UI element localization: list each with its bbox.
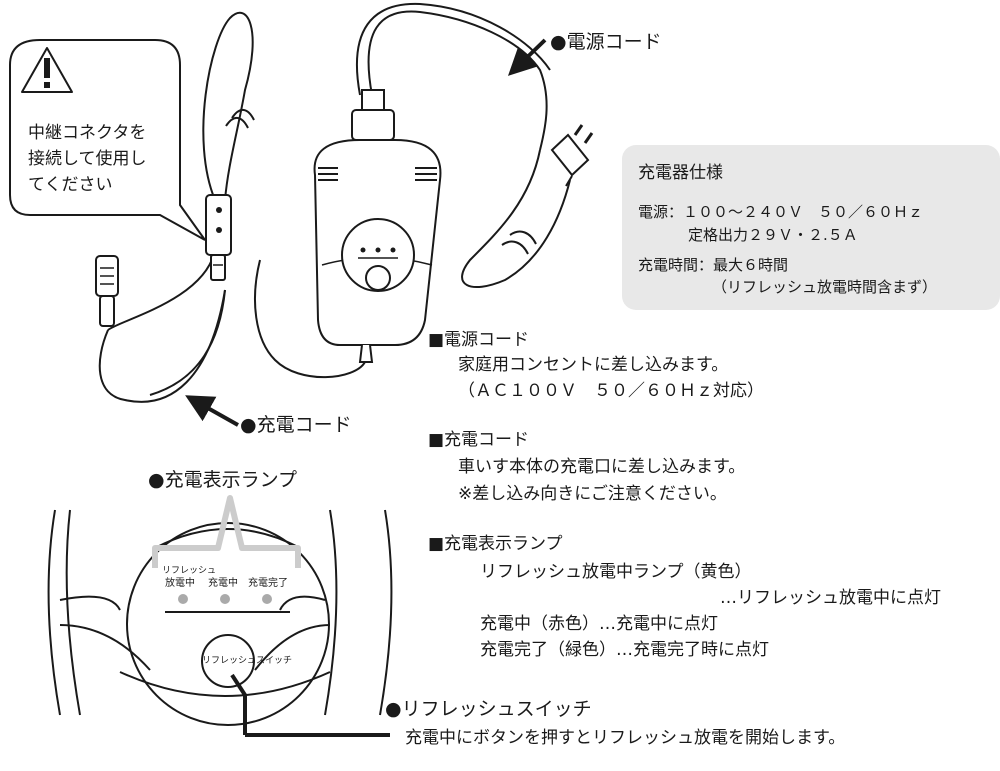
- power-cord-arrow: [507, 38, 547, 76]
- panel-lamp-refresh-label-1: リフレッシュ: [162, 566, 217, 576]
- lamp-bracket: [152, 495, 301, 568]
- spec-line-4: （リフレッシュ放電時間含まず）: [712, 278, 938, 296]
- spec-line-2: 定格出力２９Ｖ・２.５Ａ: [688, 226, 858, 244]
- panel-refresh-switch-label[interactable]: リフレッシュスイッチ: [202, 656, 293, 666]
- lamp-charging: [220, 594, 230, 604]
- power-cord-desc-2: （ＡＣ１００Ｖ ５０／６０Ｈｚ対応）: [458, 381, 764, 401]
- charge-cord-label: ●充電コード: [240, 414, 352, 436]
- warning-line-1: 中継コネクタを: [28, 123, 147, 143]
- lamp-desc-3: 充電中（赤色）…充電中に点灯: [480, 614, 718, 634]
- spec-title: 充電器仕様: [638, 163, 723, 183]
- charger-body: [254, 89, 442, 379]
- lamp-desc-2: …リフレッシュ放電中に点灯: [720, 588, 941, 608]
- power-cord-heading: ■電源コード: [428, 330, 530, 350]
- wall-plug: [550, 124, 594, 187]
- charger-panel: [47, 509, 393, 726]
- lamp-complete: [262, 594, 272, 604]
- refresh-switch-description: 充電中にボタンを押すとリフレッシュ放電を開始します。: [405, 728, 846, 748]
- lamp-refresh: [178, 594, 188, 604]
- spec-box: [622, 145, 1000, 310]
- spec-line-3: 充電時間：最大６時間: [638, 256, 789, 274]
- panel-lamp-complete-label: 充電完了: [248, 578, 288, 589]
- charge-plug: [95, 255, 119, 327]
- warning-icon: [21, 47, 73, 93]
- power-cord: [355, 2, 571, 289]
- panel-lamp-charging-label: 充電中: [208, 578, 238, 589]
- charge-cord-arrow: [185, 395, 239, 427]
- charge-cord-heading: ■充電コード: [428, 430, 530, 450]
- warning-line-3: てください: [28, 175, 113, 195]
- lamp-desc-1: リフレッシュ放電中ランプ（黄色）: [480, 562, 752, 582]
- warning-line-2: 接続して使用し: [28, 149, 147, 169]
- charge-cord: [98, 11, 255, 403]
- refresh-switch-label: ●リフレッシュスイッチ: [385, 698, 592, 720]
- spec-line-1: 電源：１００～２４０Ｖ ５０／６０Ｈｚ: [638, 203, 924, 221]
- lamp-label: ●充電表示ランプ: [148, 469, 298, 491]
- power-cord-desc-1: 家庭用コンセントに差し込みます。: [458, 355, 729, 375]
- charge-cord-desc-2: ※差し込み向きにご注意ください。: [458, 484, 727, 504]
- relay-connector: [205, 194, 232, 281]
- charge-cord-desc-1: 車いす本体の充電口に差し込みます。: [458, 457, 746, 477]
- panel-lamp-refresh-label-2: 放電中: [165, 578, 195, 589]
- lamp-desc-4: 充電完了（緑色）…充電完了時に点灯: [480, 640, 769, 660]
- power-cord-label: ●電源コード: [550, 31, 662, 53]
- lamp-heading: ■充電表示ランプ: [428, 534, 563, 554]
